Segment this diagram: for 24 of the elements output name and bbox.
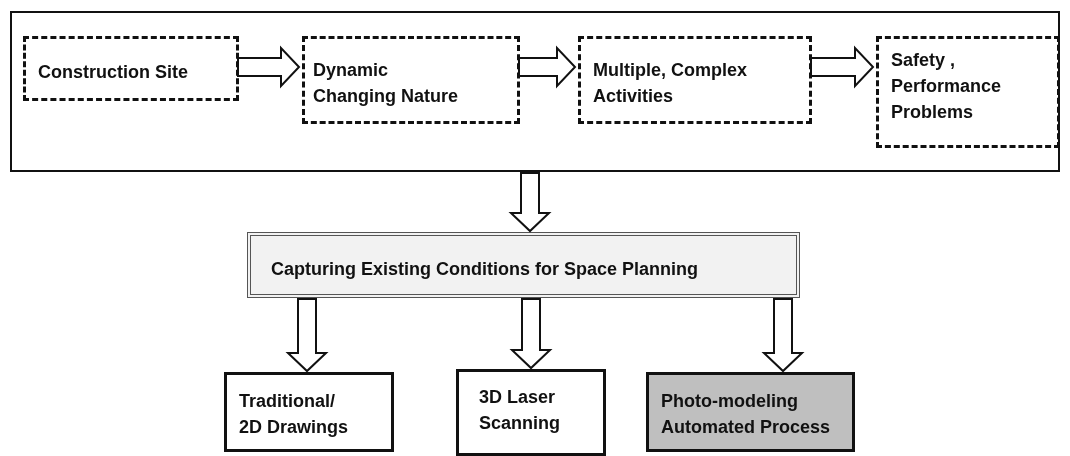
group-frame	[10, 11, 1060, 172]
node-label: Safety , Performance Problems	[891, 49, 1003, 124]
block-arrow	[509, 298, 553, 370]
node-label: Traditional/ 2D Drawings	[239, 390, 350, 439]
block-arrow	[761, 298, 805, 373]
process-box	[247, 232, 800, 298]
node-label: Construction Site	[38, 61, 189, 84]
block-arrow	[285, 298, 329, 373]
block-arrow	[508, 172, 552, 233]
process-box	[224, 372, 394, 452]
node-label: 3D Laser Scanning	[479, 386, 561, 435]
dashed-box	[302, 36, 520, 124]
process-box	[456, 369, 606, 456]
dashed-box	[23, 36, 239, 101]
node-label: Dynamic Changing Nature	[313, 59, 459, 108]
block-arrow	[810, 45, 875, 89]
node-label: Multiple, Complex Activities	[593, 59, 748, 108]
block-arrow	[237, 45, 301, 89]
process-box	[646, 372, 855, 452]
dashed-box	[876, 36, 1060, 148]
dashed-box	[578, 36, 812, 124]
block-arrow	[518, 45, 577, 89]
node-label: Capturing Existing Conditions for Space Planning	[271, 258, 700, 281]
node-label: Photo-modeling Automated Process	[661, 390, 832, 439]
